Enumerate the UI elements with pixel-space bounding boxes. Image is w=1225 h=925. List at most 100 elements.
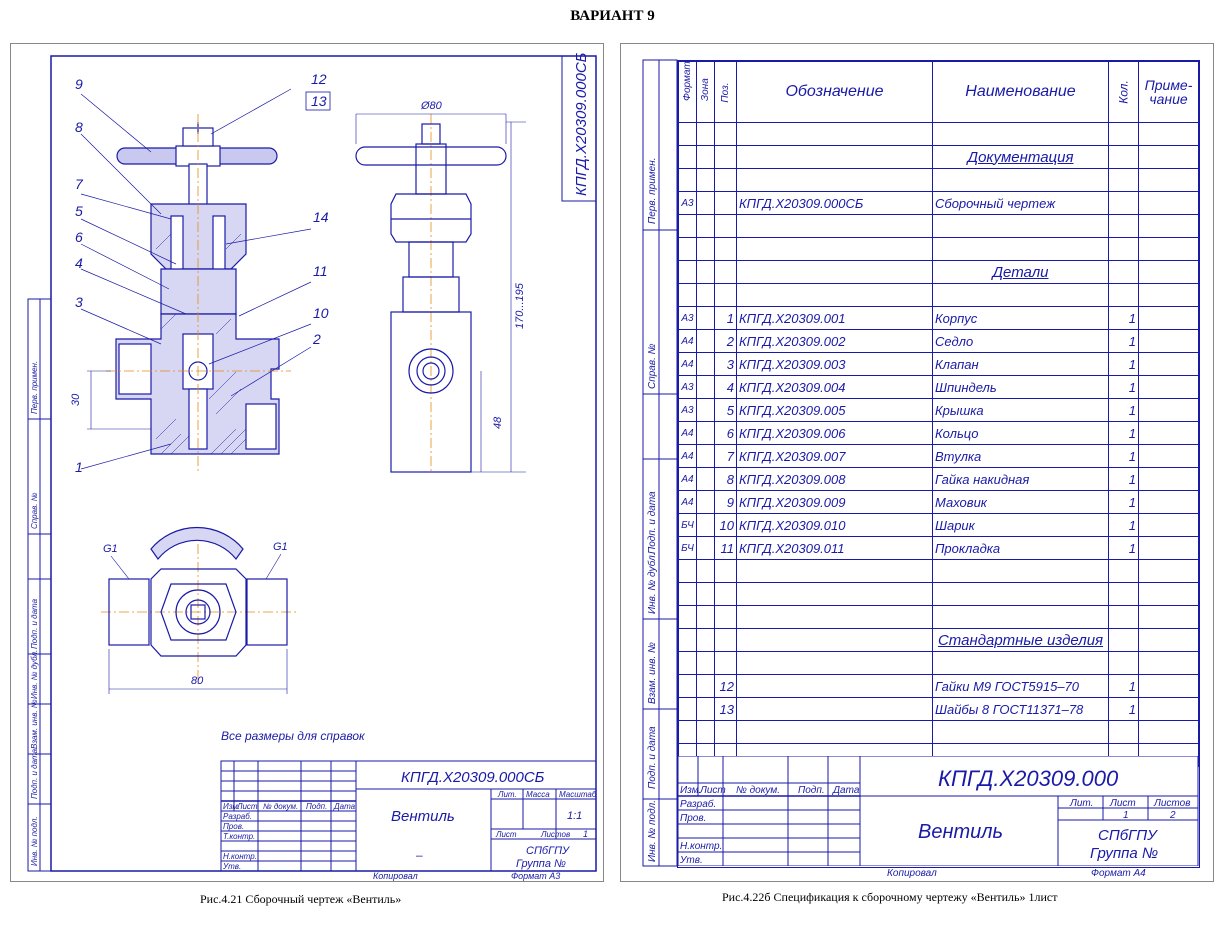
spec-poz-cell — [714, 283, 737, 307]
spec-naim-cell: Крышка — [932, 398, 1109, 422]
spec-format-cell: А4 — [678, 421, 697, 445]
spec-row — [678, 605, 1199, 629]
stamp-code: КПГД.Х20309.000СБ — [401, 769, 545, 786]
spec-prim-cell — [1138, 582, 1199, 606]
spec-poz-cell — [714, 582, 737, 606]
spec-poz-cell: 13 — [714, 697, 737, 721]
stamp-hdr: Изм. — [223, 802, 240, 811]
spec-row: Детали — [678, 260, 1199, 284]
side-label: Взам. инв. № — [30, 699, 39, 749]
spec-zona-cell — [696, 122, 715, 146]
spec-naim-cell: Шпиндель — [932, 375, 1109, 399]
spec-kol-cell: 1 — [1108, 536, 1139, 560]
spec-poz-cell: 10 — [714, 513, 737, 537]
spec-naim-cell — [932, 237, 1109, 261]
spec-poz-cell — [714, 260, 737, 284]
spec-kol-cell: 1 — [1108, 674, 1139, 698]
hdr-naim: Наименование — [932, 61, 1109, 123]
spec-prim-cell — [1138, 559, 1199, 583]
side-label: Справ. № — [647, 343, 658, 389]
spec-kol-cell — [1108, 260, 1139, 284]
side-label: Подп. и дата — [30, 748, 39, 799]
spec-poz-cell — [714, 651, 737, 675]
stamp-role: Пров. — [680, 813, 706, 824]
stamp-listov-val: 2 — [1169, 810, 1176, 821]
spec-format-cell — [678, 283, 697, 307]
spec-row — [678, 559, 1199, 583]
spec-stamp: КПГД.Х20309.000 Вентиль Изм. Лист № доку… — [678, 756, 1199, 866]
stamp-org: СПбГПУ — [1098, 827, 1158, 844]
spec-poz-cell — [714, 122, 737, 146]
spec-poz-cell: 1 — [714, 306, 737, 330]
page-title: ВАРИАНТ 9 — [570, 8, 655, 24]
spec-stamp-name: Вентиль — [918, 821, 1003, 843]
spec-row: Стандартные изделия — [678, 628, 1199, 652]
spec-zona-cell — [696, 352, 715, 376]
spec-table: Формат Зона Поз. Обозначение Наименовани… — [678, 61, 1199, 767]
spec-kol-cell — [1108, 145, 1139, 169]
stamp-group: Группа № — [516, 858, 566, 870]
spec-naim-cell: Сборочный чертеж — [932, 191, 1109, 215]
dim-48: 48 — [492, 416, 504, 429]
spec-naim-cell: Корпус — [932, 306, 1109, 330]
spec-format-cell — [678, 145, 697, 169]
spec-poz-cell: 6 — [714, 421, 737, 445]
spec-prim-cell — [1138, 352, 1199, 376]
spec-kol-cell: 1 — [1108, 444, 1139, 468]
stamp-hdr: Изм. — [680, 785, 701, 796]
spec-prim-cell — [1138, 628, 1199, 652]
spec-prim-cell — [1138, 697, 1199, 721]
spec-prim-cell — [1138, 191, 1199, 215]
spec-naim-cell: Седло — [932, 329, 1109, 353]
spec-prim-cell — [1138, 398, 1199, 422]
spec-prim-cell — [1138, 375, 1199, 399]
pos-label: 3 — [75, 294, 83, 310]
spec-kol-cell: 1 — [1108, 697, 1139, 721]
spec-naim-cell: Шарик — [932, 513, 1109, 537]
spec-oboz-cell: КПГД.Х20309.007 — [736, 444, 933, 468]
side-label: Инв. № дубл. — [30, 650, 39, 699]
stamp-lit: Лит. — [497, 790, 517, 799]
spec-poz-cell — [714, 168, 737, 192]
spec-prim-cell — [1138, 237, 1199, 261]
spec-format-cell: БЧ — [678, 536, 697, 560]
dim-g1-left: G1 — [103, 543, 118, 555]
spec-oboz-cell: КПГД.Х20309.004 — [736, 375, 933, 399]
spec-format-cell — [678, 651, 697, 675]
spec-zona-cell — [696, 697, 715, 721]
spec-format-cell: А4 — [678, 490, 697, 514]
spec-side-strip: Перв. примен. Справ. № Подп. и дата Инв.… — [642, 59, 678, 867]
stamp-hdr: Лист — [699, 785, 726, 796]
spec-kol-cell — [1108, 237, 1139, 261]
spec-poz-cell — [714, 559, 737, 583]
spec-zona-cell — [696, 674, 715, 698]
spec-oboz-cell: КПГД.Х20309.010 — [736, 513, 933, 537]
assembly-drawing: 9 8 7 5 6 4 3 1 12 13 14 11 10 2 30 — [27, 52, 597, 881]
spec-row: Документация — [678, 145, 1199, 169]
pos-label: 12 — [311, 71, 327, 87]
spec-poz-cell: 7 — [714, 444, 737, 468]
stamp-name: Вентиль — [391, 808, 455, 825]
stamp-listov: Листов — [1153, 798, 1190, 809]
spec-zona-cell — [696, 306, 715, 330]
dim-d80: Ø80 — [420, 100, 443, 112]
stamp-list: Лист — [495, 830, 517, 839]
spec-prim-cell — [1138, 490, 1199, 514]
right-caption: Рис.4.22б Спецификация к сборочному черт… — [722, 890, 1058, 904]
spec-zona-cell — [696, 375, 715, 399]
spec-zona-cell — [696, 168, 715, 192]
spec-prim-cell — [1138, 260, 1199, 284]
spec-kol-cell: 1 — [1108, 467, 1139, 491]
spec-kol-cell: 1 — [1108, 375, 1139, 399]
spec-naim-cell: Гайка накидная — [932, 467, 1109, 491]
spec-oboz-cell: КПГД.Х20309.002 — [736, 329, 933, 353]
pos-label: 4 — [75, 255, 83, 271]
spec-zona-cell — [696, 191, 715, 215]
stamp-role: Пров. — [223, 822, 244, 831]
assembly-drawing-sheet: 9 8 7 5 6 4 3 1 12 13 14 11 10 2 30 — [10, 43, 604, 882]
spec-row — [678, 214, 1199, 238]
